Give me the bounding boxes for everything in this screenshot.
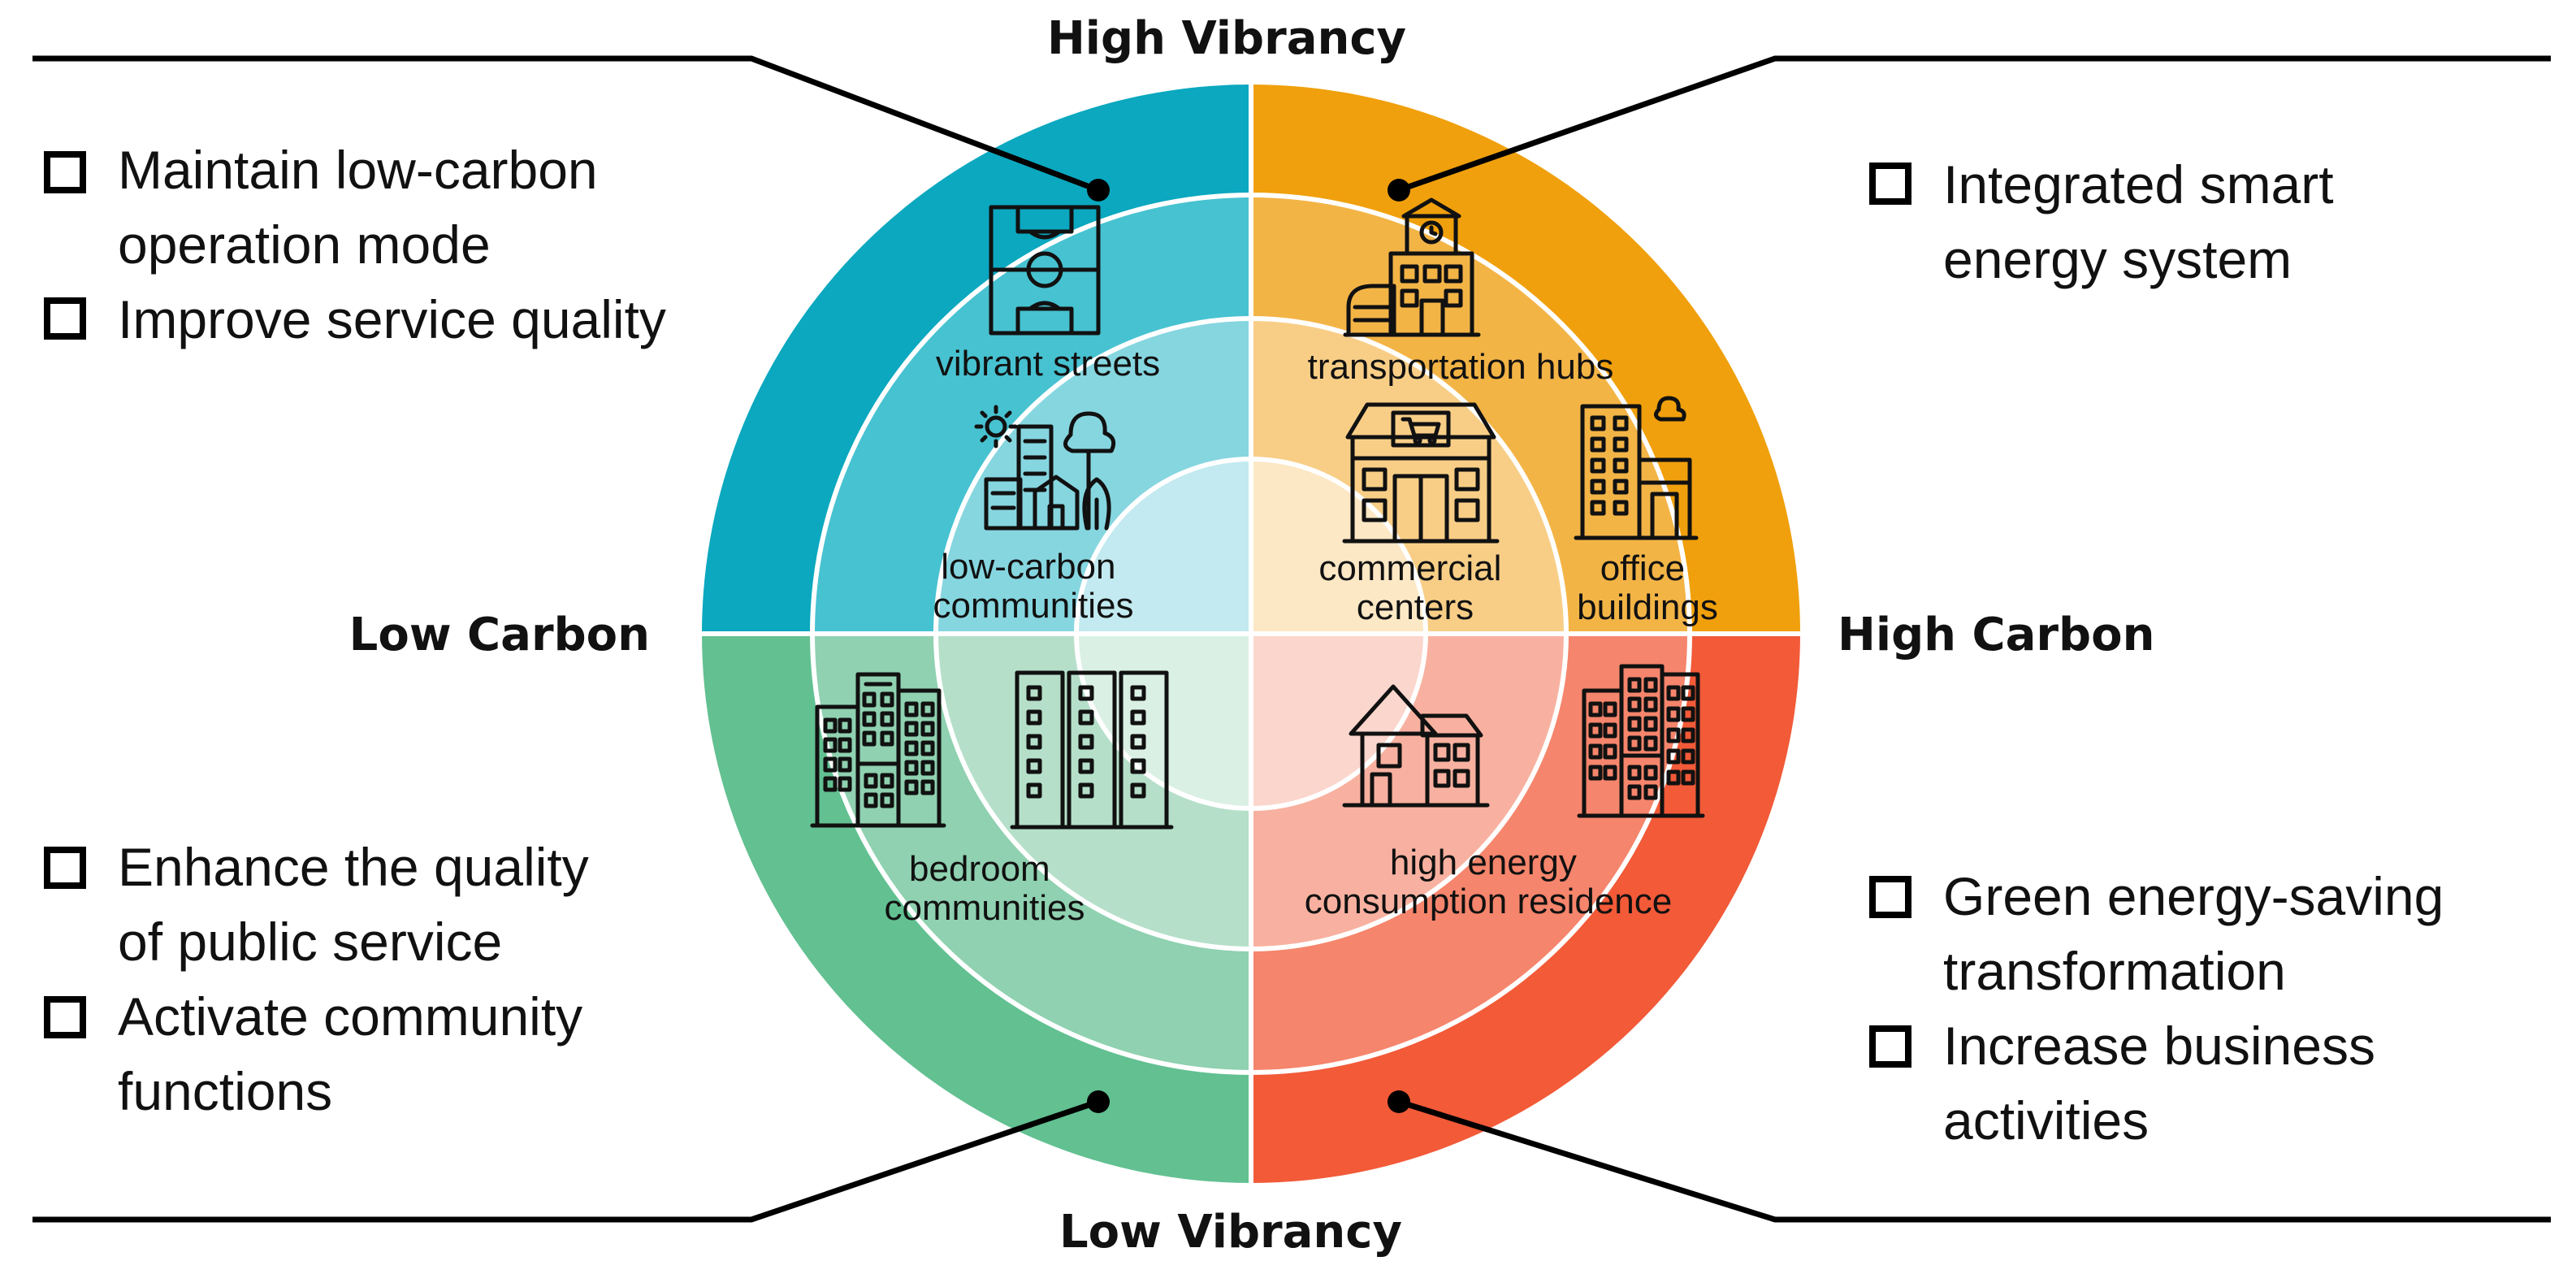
zone-label-bedroom-communities: bedroom communities — [885, 849, 1085, 928]
city-buildings-icon — [810, 672, 946, 828]
action-item-text: Maintain low-carbon operation mode — [118, 140, 613, 275]
apartment-blocks-icon — [1010, 670, 1174, 830]
zone-label-vibrant-streets: vibrant streets — [936, 344, 1160, 384]
ring-core-top-right — [1251, 459, 1426, 634]
callout-dots — [1087, 179, 1410, 1113]
ring-core-bottom-right — [1251, 634, 1426, 808]
action-item-text: Green energy-saving transformation — [1943, 866, 2459, 1001]
callout-dot-bottom-left — [1087, 1090, 1110, 1113]
callout-line-top-right — [1397, 55, 2551, 193]
callout-line-bottom-left — [32, 1098, 1100, 1223]
action-list-top-left: Maintain low-carbon operation mode Impro… — [44, 140, 666, 349]
callout-dot-bottom-right — [1388, 1090, 1410, 1113]
action-list-bottom-left: Enhance the quality of public service Ac… — [44, 837, 604, 1121]
callout-line-top-left — [32, 55, 1100, 193]
football-field-icon — [989, 205, 1101, 336]
checkbox-icon — [1869, 1025, 1911, 1068]
action-item-text: Enhance the quality of public service — [118, 837, 604, 972]
axis-label-top: High Vibrancy — [1047, 12, 1406, 65]
callout-dot-top-left — [1087, 179, 1110, 202]
checkbox-icon — [44, 847, 86, 889]
checkbox-icon — [44, 996, 86, 1038]
zone-labels: vibrant streets low-carbon communities t… — [885, 344, 1718, 928]
action-item-text: Increase business activities — [1943, 1016, 2390, 1150]
callout-line-bottom-right — [1397, 1098, 2551, 1223]
checkbox-icon — [44, 151, 86, 193]
zone-label-transportation-hubs: transportation hubs — [1308, 347, 1614, 387]
zone-label-commercial-centers: commercial centers — [1318, 548, 1511, 627]
office-building-icon — [1574, 396, 1699, 540]
checkbox-icon — [1869, 162, 1911, 205]
zone-label-office-buildings: office buildings — [1577, 548, 1718, 627]
ring-core-top-left — [1076, 459, 1251, 634]
action-list-top-right: Integrated smart energy system — [1869, 154, 2349, 289]
ring-dividers — [699, 81, 1803, 1186]
green-city-icon — [974, 405, 1116, 531]
action-item-text: Activate community functions — [118, 986, 598, 1121]
axis-label-bottom: Low Vibrancy — [1059, 1206, 1402, 1259]
callout-lines — [32, 55, 2551, 1223]
axis-labels: High Vibrancy Low Vibrancy Low Carbon Hi… — [349, 12, 2155, 1259]
action-list-bottom-right: Green energy-saving transformation Incre… — [1869, 866, 2459, 1150]
house-icon — [1342, 684, 1490, 808]
checkbox-icon — [1869, 876, 1911, 918]
zone-label-high-energy-residence: high energy consumption residence — [1305, 843, 1672, 921]
action-item-text: Improve service quality — [118, 289, 666, 349]
checkbox-icon — [44, 297, 86, 340]
shopping-mall-icon — [1342, 402, 1500, 544]
axis-label-left: Low Carbon — [349, 609, 650, 661]
axis-label-right: High Carbon — [1838, 609, 2154, 661]
city-buildings-icon — [1577, 664, 1705, 818]
zone-label-low-carbon-communities: low-carbon communities — [933, 547, 1134, 626]
action-item-text: Integrated smart energy system — [1943, 154, 2349, 289]
train-station-icon — [1343, 197, 1481, 337]
callout-dot-top-right — [1388, 179, 1410, 202]
